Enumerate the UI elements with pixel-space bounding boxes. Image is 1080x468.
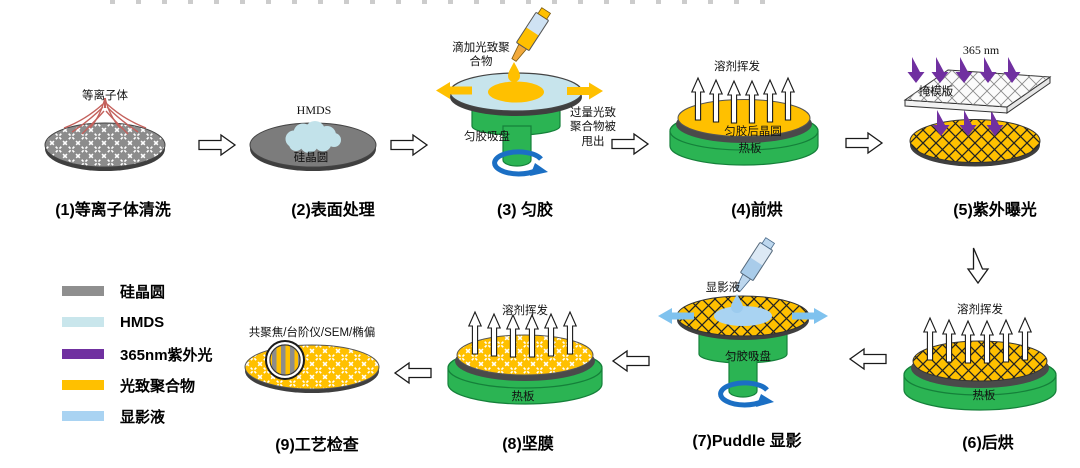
developer-label: 显影液: [705, 282, 741, 294]
hotplate-label: 热板: [738, 143, 762, 155]
step7-puddle-develop-graphic: [658, 237, 828, 408]
plasma-arcs-icon: [63, 97, 147, 135]
inspection-magnifier-icon: [265, 340, 305, 380]
legend-item-uv-light: 365nm紫外光: [62, 345, 213, 364]
step8-caption: (8)坚膜: [502, 436, 554, 453]
legend-item-silicon-wafer: 硅晶圆: [62, 282, 166, 301]
photomask-label: 掩模版: [918, 86, 954, 98]
flow-arrow-7-8: [612, 350, 650, 372]
step2-surface-treatment-graphic: [249, 121, 377, 171]
excess-resist-label: 过量光致 聚合物被 甩出: [570, 107, 616, 148]
flow-arrow-4-5: [845, 132, 883, 154]
hmds-cloud-icon: [285, 121, 341, 153]
flow-arrow-8-9: [394, 362, 432, 384]
dispense-resist-label: 滴加光致聚 合物: [452, 42, 510, 69]
legend-swatch-uv-light: [62, 349, 104, 359]
step5-caption: (5)紫外曝光: [953, 202, 1037, 219]
plasma-label: 等离子体: [82, 90, 128, 102]
flow-arrow-5-6: [967, 247, 989, 284]
step7-caption: (7)Puddle 显影: [692, 433, 802, 450]
legend-swatch-developer: [62, 411, 104, 421]
step1-caption: (1)等离子体清洗: [55, 202, 171, 219]
legend-label: 硅晶圆: [120, 283, 166, 301]
spinoff-arrows-icon: [436, 82, 603, 100]
resist-droplet-icon: [508, 62, 520, 82]
legend-item-hmds: HMDS: [62, 313, 164, 331]
solvent-evaporation-label: 溶剂挥发: [957, 304, 1003, 316]
flow-arrow-2-3: [390, 134, 428, 156]
step5-uv-exposure-graphic: [903, 57, 1052, 167]
coated-wafer-label: 匀胶后晶圆: [724, 126, 782, 138]
inspection-methods-label: 共聚焦/台阶仪/SEM/椭偏: [248, 327, 376, 339]
step2-caption: (2)表面处理: [291, 202, 375, 219]
cropped-text-artifact: [110, 0, 770, 4]
developer-droplet-icon: [731, 294, 743, 313]
legend-item-photoresist: 光致聚合物: [62, 376, 196, 395]
step4-soft-bake-graphic: [669, 77, 819, 166]
rotation-arrow-icon: [492, 149, 548, 177]
step6-post-bake-graphic: [903, 317, 1057, 411]
wavelength-label: 365 nm: [962, 43, 1000, 57]
flow-arrow-6-7: [849, 348, 887, 370]
step6-caption: (6)后烘: [962, 435, 1014, 452]
hmds-label: HMDS: [296, 103, 332, 117]
spinoff-arrows-icon: [658, 308, 828, 324]
solvent-evaporation-label: 溶剂挥发: [714, 61, 760, 73]
legend-item-developer: 显影液: [62, 407, 166, 426]
silicon-wafer-label: 硅晶圆: [293, 152, 329, 164]
step8-hard-bake-graphic: [447, 311, 603, 405]
pipette-icon: [511, 7, 552, 62]
flow-arrow-1-2: [198, 134, 236, 156]
rotation-arrow-icon: [718, 380, 774, 408]
legend-label: 光致聚合物: [120, 377, 196, 395]
step9-caption: (9)工艺检查: [275, 437, 359, 454]
legend-swatch-silicon-wafer: [62, 286, 104, 296]
step3-caption: (3) 匀胶: [496, 202, 554, 219]
pipette-icon: [735, 237, 776, 292]
hotplate-label: 热板: [972, 390, 996, 402]
hotplate-label: 热板: [511, 391, 535, 403]
step4-caption: (4)前烘: [731, 202, 783, 219]
step9-inspection-graphic: [244, 340, 380, 393]
legend-swatch-hmds: [62, 317, 104, 327]
flow-arrow-3-4: [611, 133, 649, 155]
legend-swatch-photoresist: [62, 380, 104, 390]
legend-label: 显影液: [120, 408, 166, 426]
solvent-evaporation-label: 溶剂挥发: [502, 305, 548, 317]
spin-chuck-label: 匀胶吸盘: [464, 131, 510, 143]
uv-arrows-lower-icon: [932, 110, 1004, 136]
step3-spin-coat-graphic: [436, 7, 603, 177]
step1-plasma-clean-graphic: [44, 97, 166, 171]
legend-label: HMDS: [120, 313, 165, 331]
legend-label: 365nm紫外光: [120, 346, 213, 364]
spin-chuck-label: 匀胶吸盘: [725, 351, 771, 363]
